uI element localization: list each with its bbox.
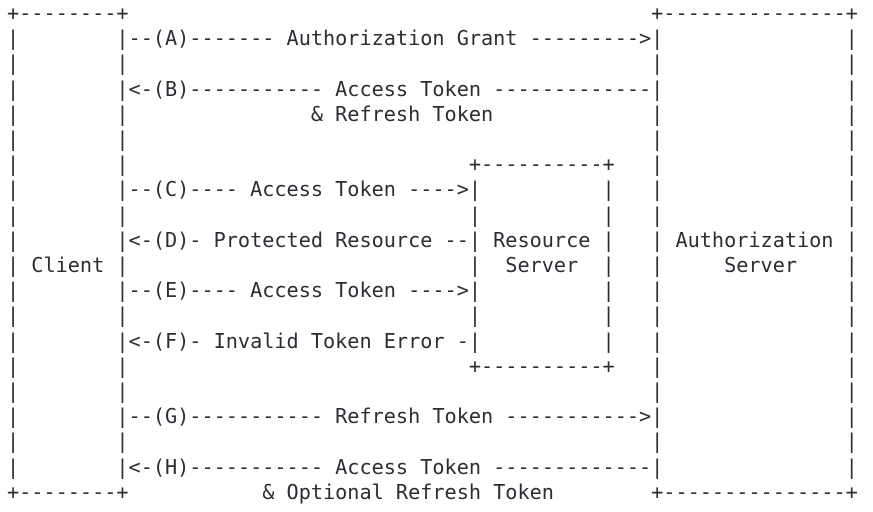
ascii-art-figure: +--------+ +---------------+ | |--(A)---… bbox=[7, 1, 858, 504]
